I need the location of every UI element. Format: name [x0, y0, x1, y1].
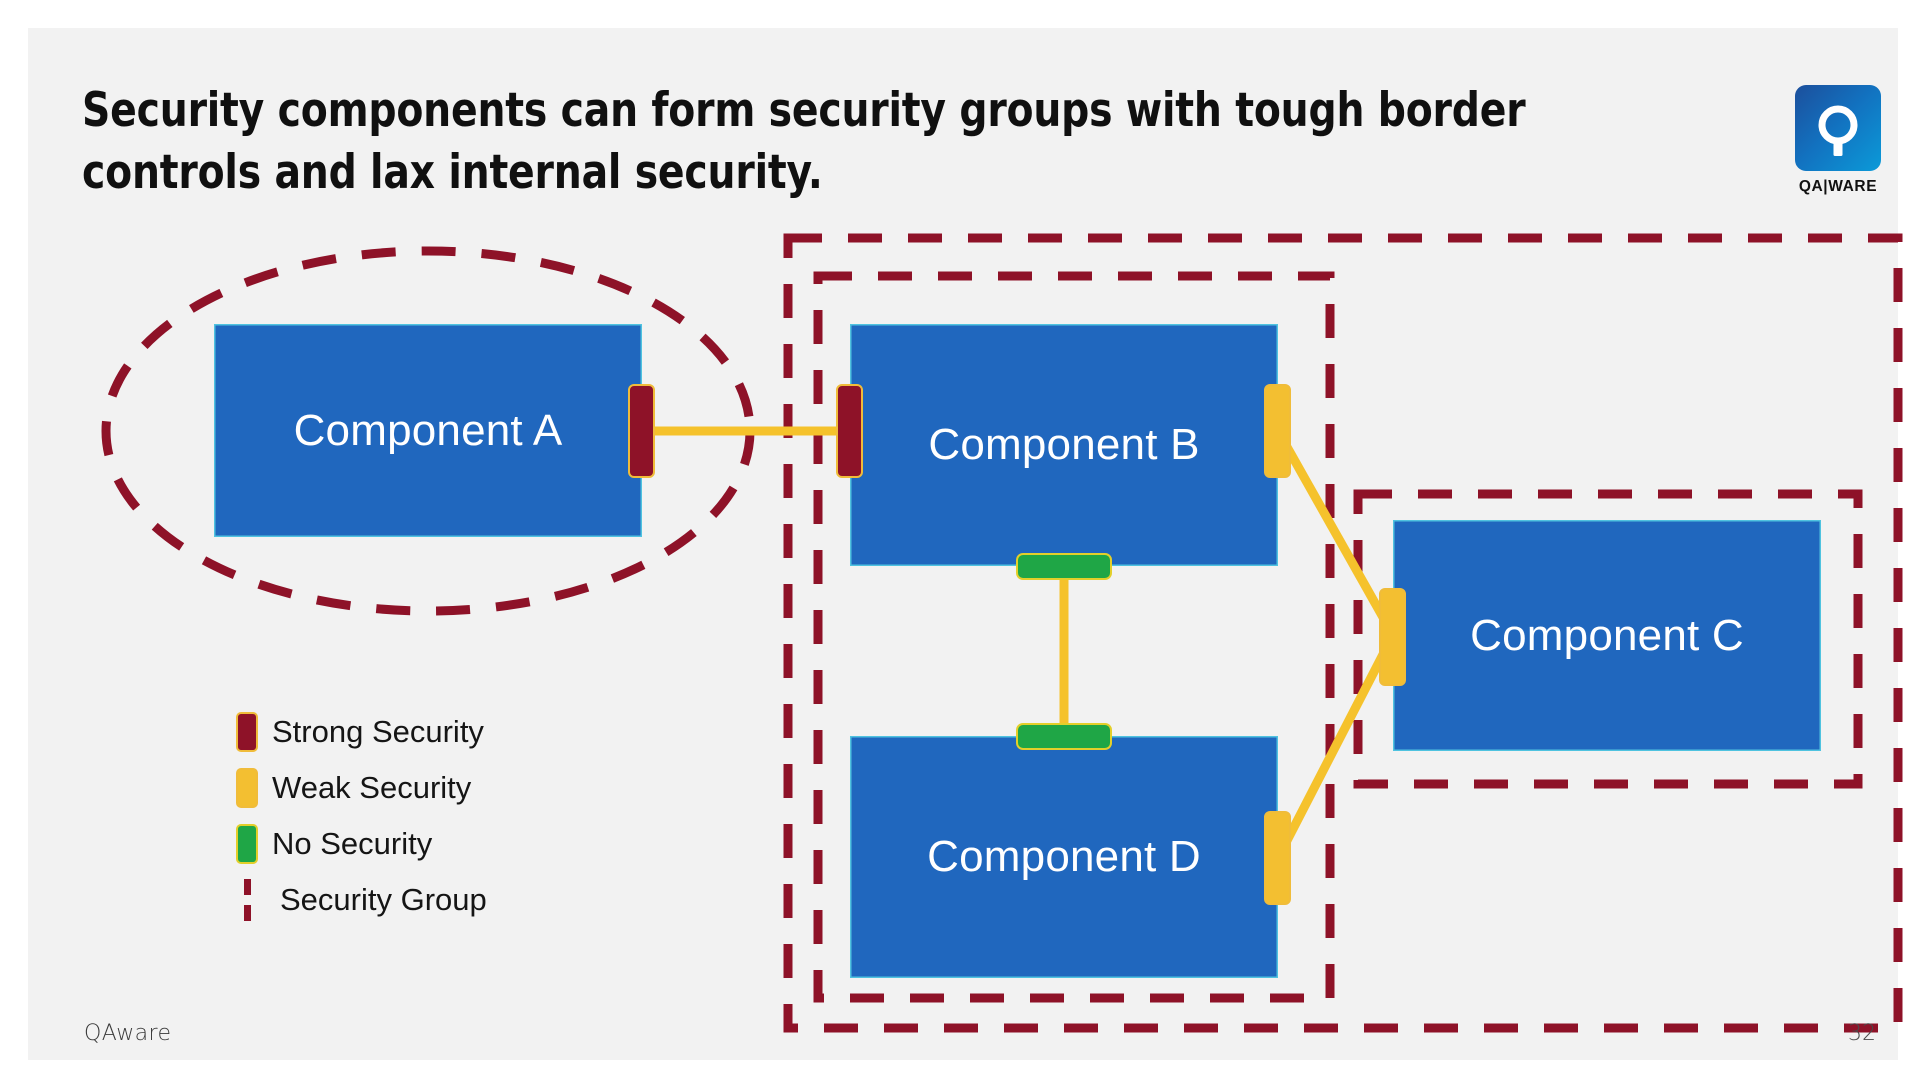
legend-swatch-weak-icon — [236, 768, 258, 808]
port-b-right-weak[interactable] — [1264, 384, 1291, 478]
legend-label-weak: Weak Security — [272, 770, 472, 805]
component-a-label: Component A — [293, 405, 563, 455]
port-c-left-weak[interactable] — [1379, 588, 1406, 686]
legend-swatch-group-dashed-icon — [236, 879, 258, 921]
component-b[interactable]: Component B — [850, 324, 1278, 566]
component-a[interactable]: Component A — [214, 324, 642, 537]
port-a-right-strong[interactable] — [628, 384, 655, 478]
logo-wordmark: QA|WARE — [1798, 178, 1878, 195]
diagram-vector-layer — [101, 233, 1903, 1033]
legend-label-group: Security Group — [280, 882, 487, 917]
legend-swatch-none-icon — [236, 824, 258, 864]
legend-item-weak: Weak Security — [236, 760, 487, 816]
component-c[interactable]: Component C — [1393, 520, 1821, 751]
port-b-left-strong[interactable] — [836, 384, 863, 478]
port-d-right-weak[interactable] — [1264, 811, 1291, 905]
security-group-c — [1353, 489, 1863, 789]
legend-item-group: Security Group — [236, 872, 487, 928]
security-group-outer — [783, 233, 1903, 1033]
legend-item-strong: Strong Security — [236, 704, 487, 760]
port-b-bottom-none[interactable] — [1016, 553, 1112, 580]
component-d[interactable]: Component D — [850, 736, 1278, 978]
slide-canvas: Security components can form security gr… — [28, 28, 1903, 1060]
logo-tile — [1795, 85, 1881, 171]
qaware-logo: QA|WARE — [1785, 85, 1891, 203]
legend-label-none: No Security — [272, 826, 433, 861]
connector-d-to-c — [1274, 632, 1397, 861]
connector-b-to-c — [1274, 428, 1397, 638]
component-c-label: Component C — [1470, 610, 1744, 660]
slide-title: Security components can form security gr… — [82, 83, 1526, 201]
page-number: 32 — [1848, 1021, 1876, 1046]
component-b-label: Component B — [928, 420, 1200, 469]
security-group-inner-bd — [813, 271, 1335, 1003]
legend: Strong Security Weak Security No Securit… — [236, 704, 487, 928]
component-d-label: Component D — [927, 832, 1201, 881]
magnifier-q-icon — [1818, 105, 1858, 156]
footer-brand: QAware — [84, 1021, 172, 1046]
legend-swatch-strong-icon — [236, 712, 258, 752]
legend-item-none: No Security — [236, 816, 487, 872]
port-d-top-none[interactable] — [1016, 723, 1112, 750]
legend-label-strong: Strong Security — [272, 714, 484, 749]
